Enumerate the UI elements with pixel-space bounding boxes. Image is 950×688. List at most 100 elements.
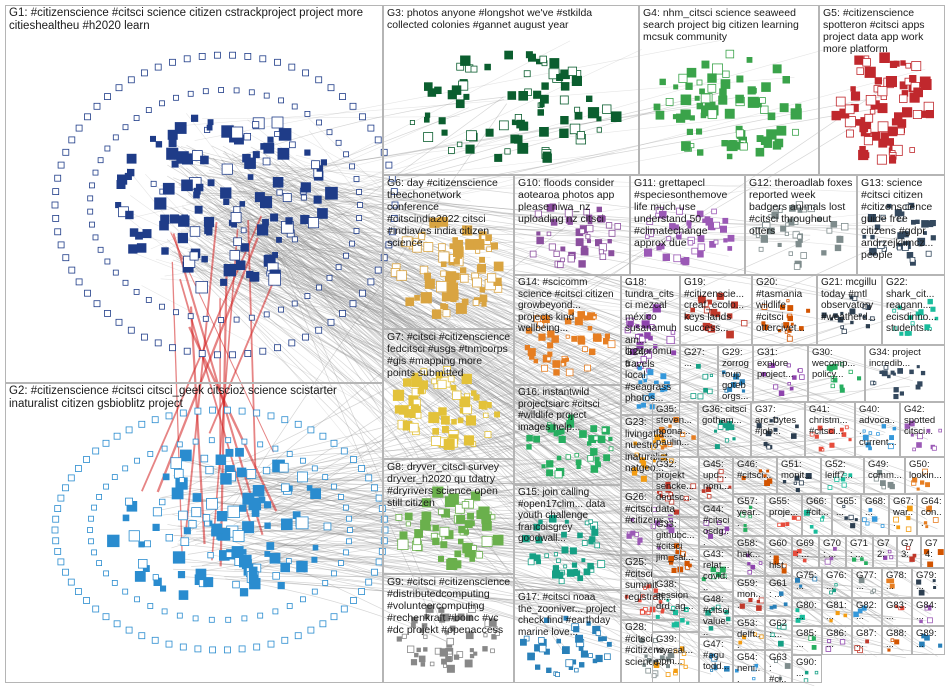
node xyxy=(761,321,766,326)
node xyxy=(277,582,285,590)
node xyxy=(554,470,563,479)
node xyxy=(759,97,766,104)
group-g20: G20: #tasmania wildlife #citsci otterciv… xyxy=(752,275,817,345)
node xyxy=(919,76,931,88)
group-label: G69: ... xyxy=(796,538,814,560)
node xyxy=(125,626,133,634)
node xyxy=(685,82,693,90)
group-g21: G21: mcgillu today #mtl observatory #wea… xyxy=(817,275,882,345)
node xyxy=(200,454,209,463)
node xyxy=(353,176,360,182)
group-label: G76: ... xyxy=(826,570,847,592)
node xyxy=(541,315,550,324)
node xyxy=(608,250,615,257)
group-g64: G64: con... xyxy=(917,494,945,536)
edge xyxy=(215,183,822,192)
edge xyxy=(238,438,839,530)
node xyxy=(147,603,154,609)
group-label: G11: grettapecl #speciesonthemove life m… xyxy=(634,177,728,249)
node xyxy=(417,387,425,395)
node xyxy=(463,93,470,100)
edge xyxy=(173,557,839,641)
node xyxy=(173,468,184,479)
node xyxy=(171,160,179,168)
node xyxy=(463,435,475,446)
node xyxy=(549,58,560,69)
node xyxy=(125,497,133,506)
node xyxy=(557,261,564,268)
node xyxy=(880,214,886,220)
node xyxy=(547,342,554,349)
node xyxy=(481,514,492,524)
node xyxy=(447,147,455,154)
edge xyxy=(203,254,917,434)
edge xyxy=(212,177,653,586)
group-label: G30: wecomp... policy... xyxy=(812,347,856,380)
node xyxy=(437,555,444,562)
group-label: G19: #citizenscie... creaf_ecolo... keys… xyxy=(684,277,745,334)
group-label: G32: projekt sencke... deutsc... xyxy=(656,459,695,503)
node xyxy=(159,220,169,231)
group-label: G75: ... xyxy=(796,570,817,592)
node xyxy=(726,153,733,160)
edge xyxy=(169,154,440,404)
node xyxy=(438,216,449,227)
group-label: G15: join calling #open17clim... data yo… xyxy=(518,487,606,544)
node xyxy=(666,236,672,242)
group-label: G14: #scicomm science #citsci citizen gr… xyxy=(518,277,614,334)
edge xyxy=(214,224,696,527)
node xyxy=(690,307,695,313)
node xyxy=(581,540,588,546)
edge xyxy=(238,214,835,600)
node xyxy=(655,110,665,120)
edge xyxy=(183,225,714,669)
node xyxy=(231,126,244,139)
node xyxy=(840,311,844,315)
node xyxy=(161,445,168,452)
edge-highlight xyxy=(179,278,253,529)
node xyxy=(140,333,148,341)
node xyxy=(703,307,710,314)
node xyxy=(202,88,209,95)
node xyxy=(291,103,298,110)
node xyxy=(606,641,612,647)
group-label: G47: #agu todd... xyxy=(703,639,730,672)
edge xyxy=(202,116,460,120)
node xyxy=(259,55,267,63)
node xyxy=(583,208,590,216)
node xyxy=(761,82,771,92)
edge xyxy=(256,241,938,530)
node xyxy=(419,628,425,634)
node xyxy=(548,243,556,251)
node xyxy=(673,224,679,231)
edge xyxy=(195,241,482,498)
node xyxy=(274,58,281,66)
node xyxy=(760,136,770,145)
node xyxy=(418,655,426,663)
group-label: G60: hist... xyxy=(769,538,787,575)
node xyxy=(780,225,787,232)
node xyxy=(534,315,541,323)
group-label: G66: #cit... xyxy=(806,496,829,518)
node xyxy=(235,447,244,457)
node xyxy=(97,246,104,253)
edge-highlight xyxy=(172,233,264,536)
node xyxy=(552,360,560,368)
node xyxy=(380,254,388,262)
node xyxy=(218,317,225,323)
edge xyxy=(170,206,809,653)
node xyxy=(246,270,254,279)
node xyxy=(230,212,242,223)
node xyxy=(459,396,471,408)
node xyxy=(580,650,588,658)
node xyxy=(488,618,497,627)
node xyxy=(596,127,602,133)
node xyxy=(923,231,927,235)
node xyxy=(179,643,187,651)
node xyxy=(565,454,571,460)
node xyxy=(112,134,119,141)
edge xyxy=(207,488,846,516)
group-label: G9: #citsci #citizenscience #distributed… xyxy=(387,576,511,636)
node xyxy=(215,454,227,465)
node xyxy=(57,161,65,169)
